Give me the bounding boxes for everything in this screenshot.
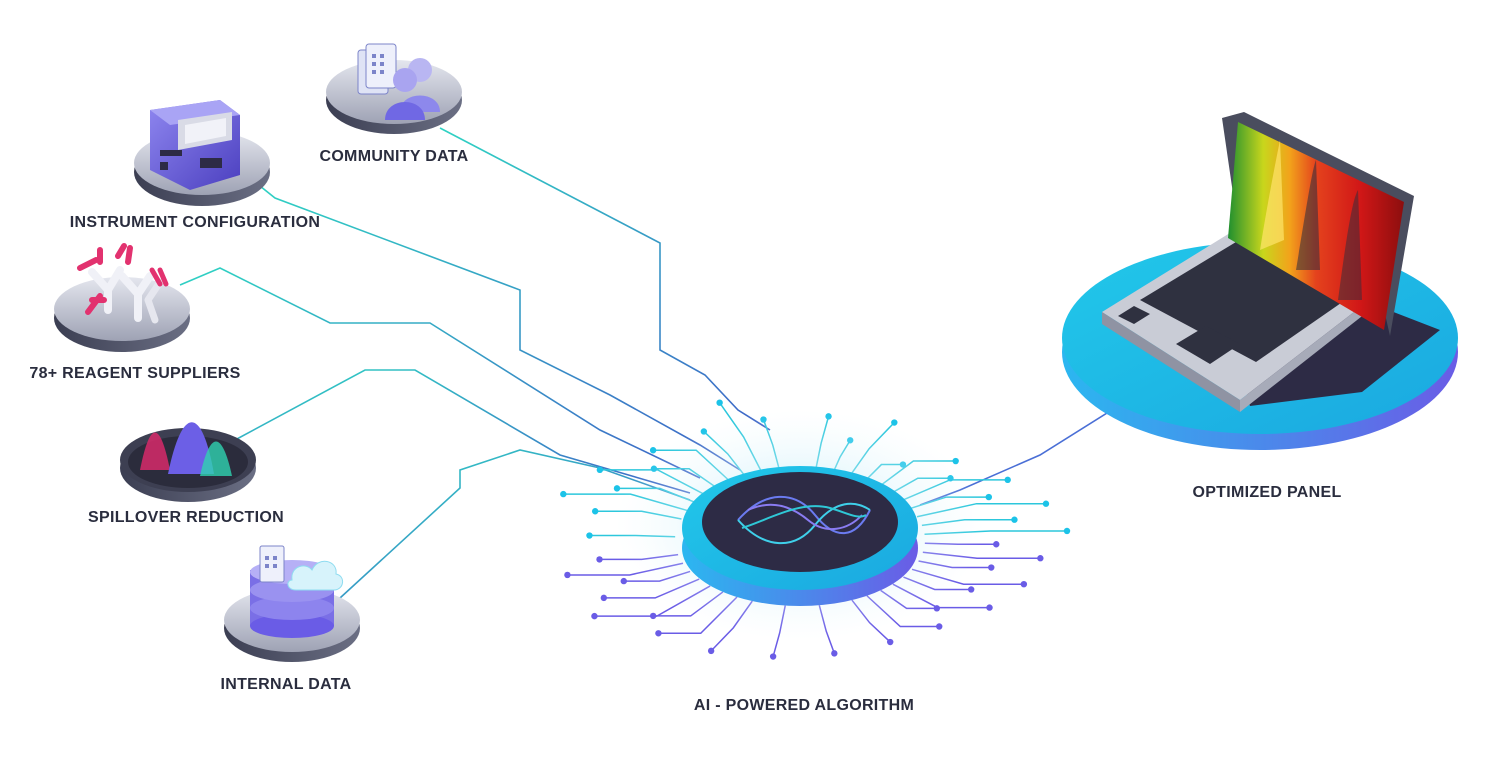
label-internal-data: INTERNAL DATA <box>220 676 352 693</box>
circuit-node <box>936 623 943 630</box>
connection-lines <box>179 127 1151 599</box>
circuit-node <box>649 612 657 620</box>
antibody-icon <box>77 243 169 324</box>
cytometer-instrument-icon <box>150 100 240 190</box>
internal-data-platform <box>224 545 360 662</box>
circuit-node <box>891 419 898 426</box>
label-community-data: COMMUNITY DATA <box>319 148 469 165</box>
circuit-node <box>596 466 604 474</box>
circuit-node <box>993 541 1000 548</box>
optimized-panel-platform <box>1062 112 1458 450</box>
circuit-node <box>613 485 621 492</box>
circuit-node <box>560 490 567 498</box>
circuit-node <box>649 447 657 454</box>
label-algorithm: AI - POWERED ALGORITHM <box>693 697 915 714</box>
circuit-node <box>716 399 723 406</box>
spectrum-peaks-icon <box>140 422 232 476</box>
circuit-node <box>1011 516 1018 523</box>
circuit-node <box>1004 476 1011 484</box>
circuit-node <box>933 605 941 612</box>
circuit-node <box>564 571 571 579</box>
document-people-icon <box>357 43 440 120</box>
link-internal <box>339 449 691 599</box>
circuit-node <box>1020 580 1028 588</box>
algorithm-platform <box>615 410 985 640</box>
label-reagent-suppliers: 78+ REAGENT SUPPLIERS <box>29 365 241 382</box>
wave-logo-icon <box>737 495 871 545</box>
spillover-reduction-platform <box>120 422 256 502</box>
link-spillover <box>234 369 691 494</box>
label-instrument-configuration: INSTRUMENT CONFIGURATION <box>69 214 321 231</box>
label-spillover-reduction: SPILLOVER REDUCTION <box>88 509 284 526</box>
laptop-spectrum-icon <box>1102 112 1414 412</box>
circuit-node <box>591 508 599 515</box>
circuit-node <box>985 493 992 501</box>
circuit-node <box>707 647 715 655</box>
community-data-platform <box>326 43 462 134</box>
circuit-node <box>591 612 598 620</box>
circuit-node <box>1063 527 1071 535</box>
circuit-node <box>988 564 995 571</box>
circuit-node <box>620 577 627 585</box>
circuit-node <box>887 638 894 646</box>
circuit-node <box>967 586 975 593</box>
database-cloud-icon <box>250 545 343 638</box>
instrument-configuration-platform <box>134 100 270 206</box>
reagent-suppliers-platform <box>54 243 190 352</box>
link-community <box>439 127 771 431</box>
circuit-node <box>986 604 993 611</box>
label-optimized-panel: OPTIMIZED PANEL <box>1192 484 1342 501</box>
circuit-node <box>831 650 838 657</box>
circuit-node <box>600 594 608 602</box>
circuit-node <box>1037 555 1044 562</box>
circuit-node <box>586 532 593 539</box>
link-instrument <box>254 181 741 471</box>
link-reagents <box>179 267 701 479</box>
circuit-node <box>1042 500 1050 507</box>
circuit-node <box>655 630 662 637</box>
circuit-node <box>769 653 777 660</box>
circuit-node <box>596 556 603 563</box>
